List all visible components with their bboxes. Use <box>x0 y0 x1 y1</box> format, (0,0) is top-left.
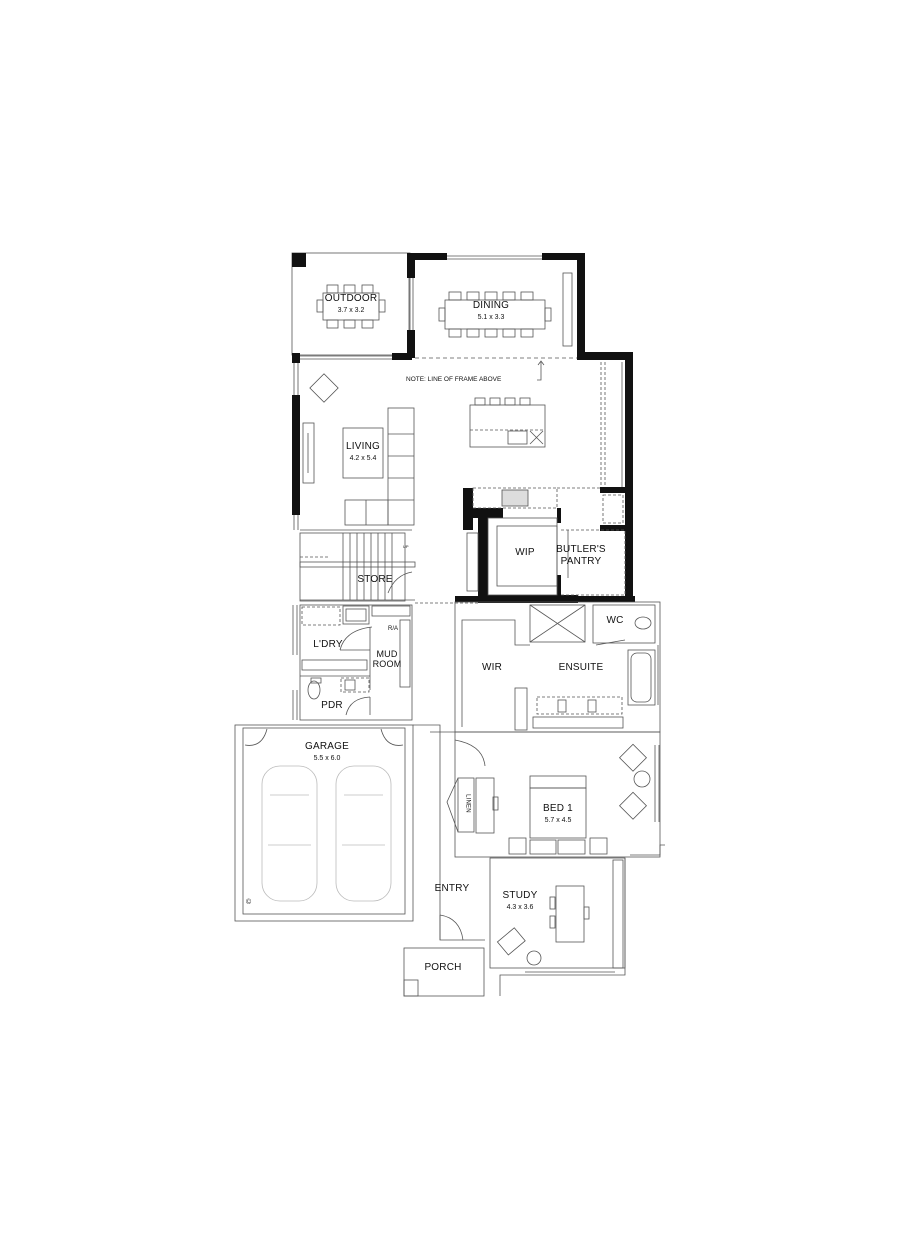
room-label-study: STUDY 4.3 x 3.6 <box>502 890 538 911</box>
exterior-walls <box>292 253 635 603</box>
frame-note: NOTE: LINE OF FRAME ABOVE <box>406 376 502 383</box>
laundry-mud-pdr <box>292 604 413 721</box>
stair-up-label: UP <box>403 544 409 549</box>
room-label-bed1: BED 1 5.7 x 4.5 <box>543 803 573 824</box>
garage <box>234 724 414 922</box>
room-label-porch: PORCH <box>424 962 462 973</box>
entry-porch-study <box>403 724 665 997</box>
room-label-garage: GARAGE 5.5 x 6.0 <box>305 741 349 762</box>
copyright-mark: © <box>246 899 252 906</box>
room-label-living: LIVING 4.2 x 5.4 <box>346 441 380 462</box>
room-label-entry: ENTRY <box>434 883 470 894</box>
room-label-dining: DINING 5.1 x 3.3 <box>472 300 510 321</box>
room-label-butlers-pantry: BUTLER'S PANTRY <box>556 544 606 567</box>
living-room <box>293 355 624 530</box>
bedroom-1 <box>446 731 661 858</box>
room-label-laundry: L'DRY <box>313 639 343 650</box>
outdoor-area <box>291 252 411 356</box>
room-label-wc: WC <box>606 615 624 626</box>
room-label-pdr: PDR <box>321 700 343 711</box>
room-label-outdoor: OUTDOOR 3.7 x 3.2 <box>324 293 378 314</box>
return-air-label: R/A <box>388 626 399 632</box>
room-label-wip: WIP <box>515 547 535 558</box>
dining-room <box>408 255 577 381</box>
room-label-ensuite: ENSUITE <box>558 662 604 673</box>
room-label-store: STORE <box>357 574 393 585</box>
staircase <box>299 529 478 604</box>
wip-butlers-pantry <box>466 517 626 596</box>
room-label-mud-room: MUD ROOM <box>372 649 402 670</box>
room-label-wir: WIR <box>481 662 503 673</box>
room-label-linen: LINEN <box>464 794 471 813</box>
